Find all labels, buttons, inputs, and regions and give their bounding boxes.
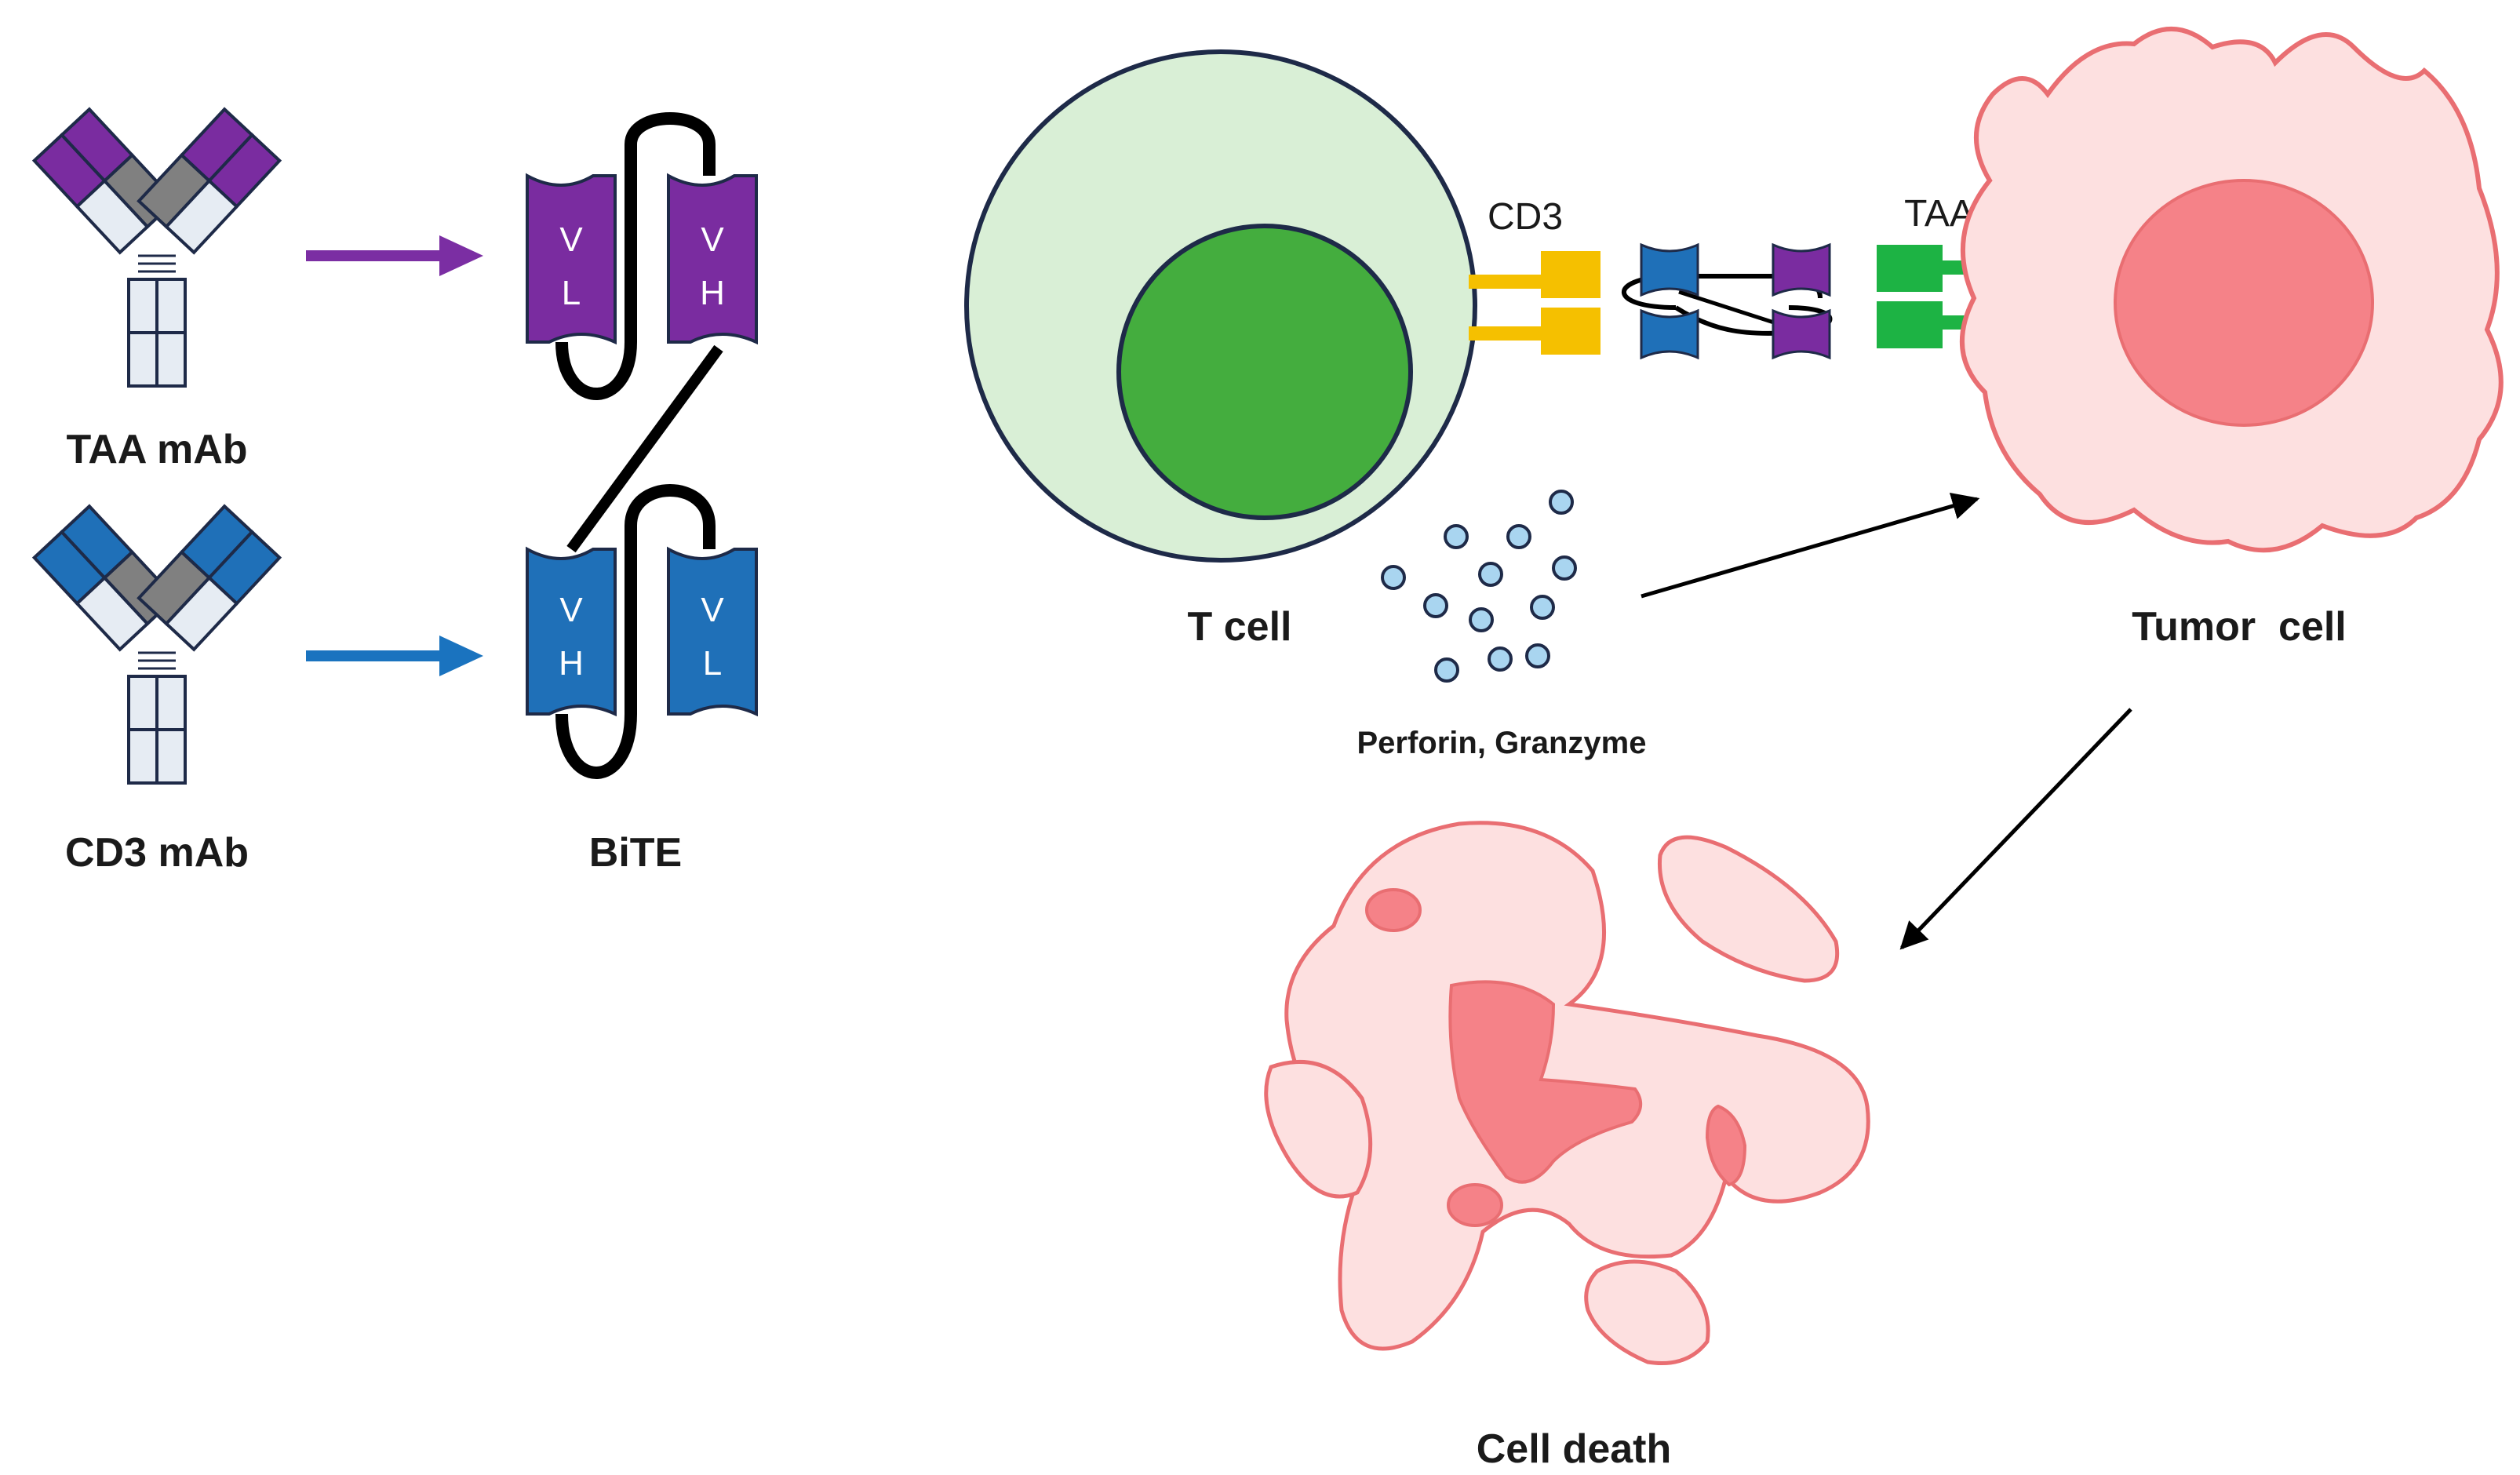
domain-letter: V xyxy=(701,591,724,629)
domain-letter: L xyxy=(562,274,581,312)
taa-to-bite-arrow xyxy=(306,235,483,276)
domain-letter: H xyxy=(700,274,725,312)
domain-letter: H xyxy=(559,644,584,683)
tumor-nucleus xyxy=(2114,179,2374,427)
taa-mab-label: TAA mAb xyxy=(66,427,247,472)
bite-vl-domain-top xyxy=(526,173,617,345)
t-cell-label: T cell xyxy=(1188,604,1292,650)
taa-label: TAA xyxy=(1904,193,1975,235)
cd3-mab-label: CD3 mAb xyxy=(65,830,249,876)
t-cell-nucleus xyxy=(1116,224,1413,520)
bite-vh-domain-top xyxy=(667,173,758,345)
domain-letter: V xyxy=(559,220,583,259)
granules xyxy=(1381,490,1577,683)
taa-antibody-icon xyxy=(31,107,282,388)
domain-letter: L xyxy=(703,644,722,683)
cd3-label: CD3 xyxy=(1488,196,1563,238)
cell-death-nucleus-fragments xyxy=(1365,888,1747,1227)
cell-death-label: Cell death xyxy=(1477,1426,1672,1472)
domain-letter: V xyxy=(559,591,583,629)
granules-to-tumor-arrow xyxy=(1641,492,1980,599)
bite-label: BiTE xyxy=(589,830,682,876)
bite-construct: V L V H V H V L xyxy=(526,112,758,779)
cd3-to-bite-arrow xyxy=(306,636,483,676)
cd3-receptor xyxy=(1469,251,1600,355)
bite-vh-domain-bottom xyxy=(526,546,617,717)
bite-bridge xyxy=(1622,242,1833,360)
tumor-to-death-arrow xyxy=(1899,708,2132,950)
t-cell xyxy=(964,49,1477,563)
bite-vl-domain-bottom xyxy=(667,546,758,717)
tumor-cell-label: Tumor cell xyxy=(2132,604,2347,650)
tumor-cell xyxy=(1959,26,2504,553)
cd3-antibody-icon xyxy=(31,504,282,785)
domain-letter: V xyxy=(701,220,724,259)
perforin-granzyme-label: Perforin, Granzyme xyxy=(1357,726,1646,760)
